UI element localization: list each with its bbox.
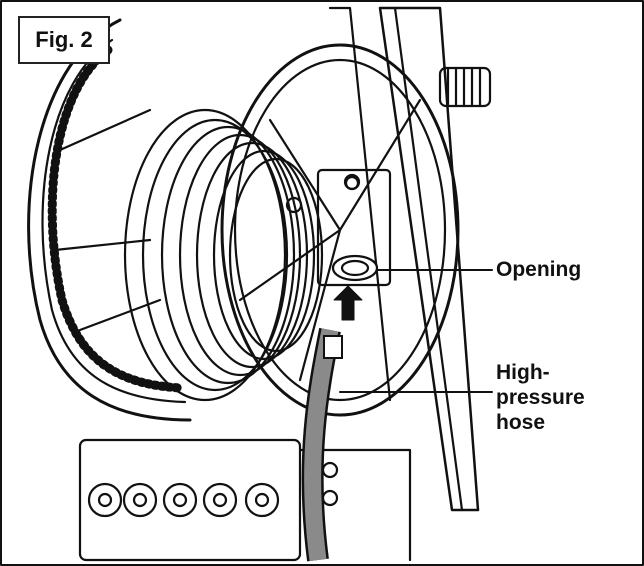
callout-opening: Opening (496, 257, 582, 282)
callout-hose-line-3: hose (496, 411, 546, 434)
callout-hose-line-2: pressure (496, 386, 585, 409)
callout-hose-line-1: High- (496, 361, 550, 384)
high-pressure-hose (301, 327, 343, 562)
hose-connection-bracket (316, 168, 392, 287)
gear-wheel (27, 18, 192, 422)
reel-wheel (220, 43, 460, 417)
nozzle-holder-base (78, 438, 302, 562)
callout-opening-text: Opening (496, 258, 582, 281)
figure-label: Fig. 2 (18, 16, 110, 64)
base-plate (298, 448, 412, 562)
insert-arrow (333, 285, 363, 321)
crank-knob (438, 66, 492, 108)
callout-high-pressure-hose: High- pressure hose (496, 360, 585, 435)
